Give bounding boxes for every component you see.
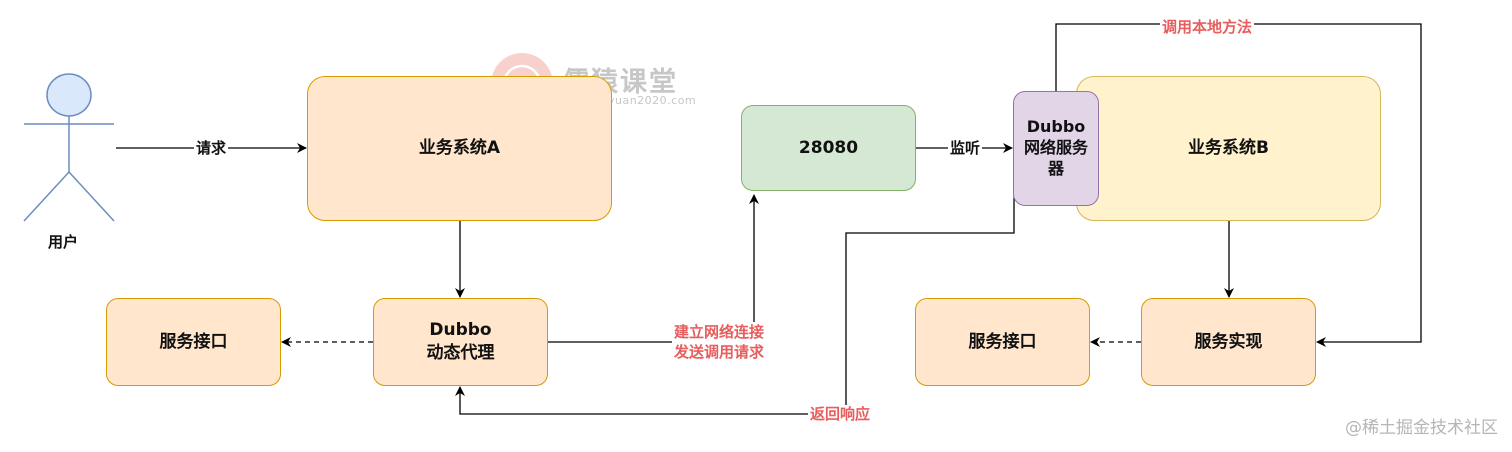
connect-edge-label: 建立网络连接 发送调用请求 — [672, 322, 767, 362]
actor-label: 用户 — [48, 233, 79, 251]
impl-label: 服务实现 — [1194, 331, 1263, 352]
dubbo-proxy-box: Dubbo 动态代理 — [373, 298, 548, 386]
listen-edge-label: 监听 — [948, 139, 983, 157]
connect-label-line2: 发送调用请求 — [674, 343, 765, 361]
edge-call-local — [1055, 23, 1422, 347]
user-actor-icon — [23, 73, 115, 222]
dubbo-server-box: Dubbo 网络服务 器 — [1013, 91, 1099, 206]
port-box: 28080 — [741, 105, 916, 191]
connect-label-line1: 建立网络连接 — [674, 323, 765, 341]
footer-watermark: @稀土掘金技术社区 — [1345, 418, 1498, 438]
system-a-label: 业务系统A — [418, 138, 501, 159]
return-edge-label: 返回响应 — [808, 405, 873, 423]
interface-right-box: 服务接口 — [915, 298, 1090, 386]
proxy-label-line1: Dubbo — [429, 320, 492, 341]
call-local-edge-label: 调用本地方法 — [1160, 18, 1255, 36]
service-impl-box: 服务实现 — [1141, 298, 1316, 386]
system-a-box: 业务系统A — [307, 76, 612, 221]
server-label-line1: Dubbo — [1026, 117, 1086, 137]
port-label: 28080 — [798, 137, 859, 158]
interface-right-label: 服务接口 — [968, 331, 1037, 352]
request-edge-label: 请求 — [194, 139, 229, 157]
server-label-line2: 网络服务 — [1023, 138, 1088, 158]
server-label-line3: 器 — [1047, 158, 1064, 178]
interface-left-box: 服务接口 — [106, 298, 281, 386]
edge-return — [455, 190, 1015, 415]
proxy-label-line2: 动态代理 — [426, 343, 495, 363]
system-b-label: 业务系统B — [1188, 138, 1269, 159]
interface-left-label: 服务接口 — [159, 331, 228, 352]
system-b-box: 业务系统B — [1076, 76, 1381, 221]
